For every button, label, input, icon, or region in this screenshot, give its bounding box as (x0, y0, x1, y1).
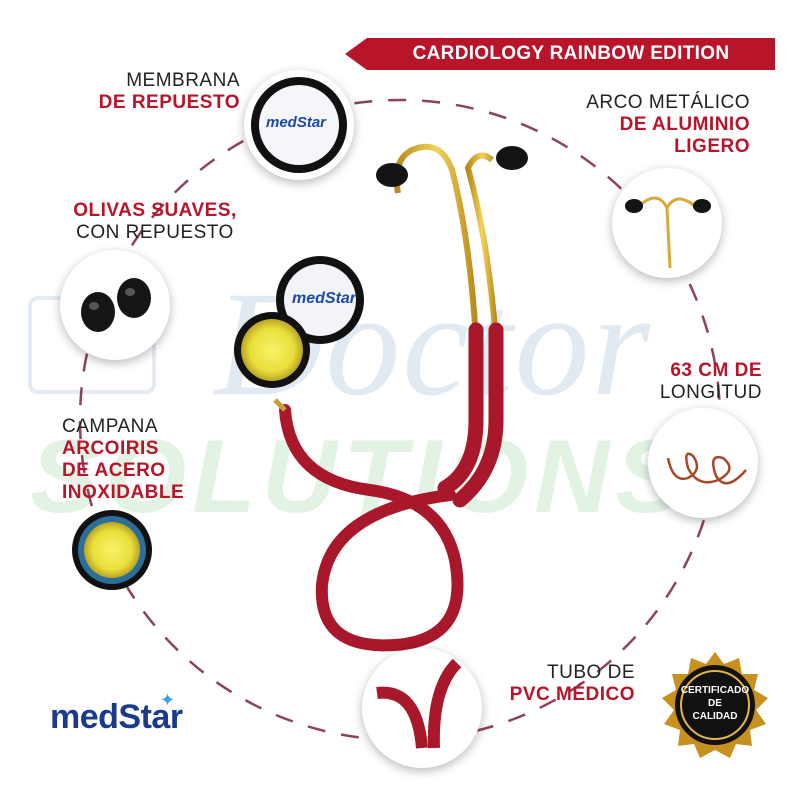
tube-upper (437, 322, 484, 496)
bell-label-line4: INOXIDABLE (62, 482, 185, 503)
tube-bubble (362, 648, 482, 768)
diaphragm-brand: medStar (292, 290, 357, 307)
olives-label-line1: OLIVAS SUAVES, (73, 200, 237, 221)
seal-line3: CALIDAD (692, 711, 738, 722)
bell-label-line1: CAMPANA (62, 416, 159, 437)
tube-stem (273, 398, 287, 412)
arch-label-line2: DE ALUMINIO (619, 114, 750, 135)
bell-label: CAMPANA ARCOIRIS DE ACERO INOXIDABLE (62, 416, 242, 504)
arch-bubble (612, 168, 722, 278)
tube-label: TUBO DE PVC MÉDICO (470, 662, 635, 706)
length-label-line1: 63 CM DE (670, 360, 762, 381)
tube-upper-2 (452, 322, 504, 508)
length-label: 63 CM DE LONGITUD (600, 360, 762, 404)
length-image (666, 452, 747, 485)
tube-loop (279, 404, 464, 652)
tube-label-line2: PVC MÉDICO (509, 684, 635, 705)
ear-tip-left (376, 163, 408, 187)
membrane-brand: medStar (266, 114, 327, 131)
logo-star-icon: ✦ (160, 690, 176, 710)
membrane-label-line1: MEMBRANA (126, 70, 240, 91)
tube-label-line1: TUBO DE (547, 662, 635, 683)
brand-logo: medStar (50, 698, 183, 736)
olives-image (81, 278, 151, 332)
olives-label: OLIVAS SUAVES, CON REPUESTO (55, 200, 255, 244)
membrane-image (251, 77, 347, 173)
membrane-label-line2: DE REPUESTO (98, 92, 240, 113)
edition-banner: CARDIOLOGY RAINBOW EDITION (345, 38, 775, 70)
arch-label: ARCO METÁLICO DE ALUMINIO LIGERO (560, 92, 750, 158)
seal-line2: DE (708, 698, 722, 709)
binaural-left (393, 143, 479, 341)
arch-image (625, 196, 711, 269)
arch-label-line1: ARCO METÁLICO (586, 92, 750, 113)
quality-seal (662, 652, 768, 758)
seal-text: CERTIFICADO DE CALIDAD (678, 684, 752, 723)
olives-bubble (60, 250, 170, 360)
tube-image (376, 658, 462, 749)
binaural-right (464, 152, 499, 341)
watermark-solutions: SOLUTIONS (30, 419, 691, 535)
membrane-bubble: medStar (244, 70, 354, 180)
ear-tip-right (496, 146, 528, 170)
seal-line1: CERTIFICADO (680, 685, 750, 696)
membrane-label: MEMBRANA DE REPUESTO (70, 70, 240, 114)
length-label-line2: LONGITUD (659, 382, 762, 403)
bell-label-line3: DE ACERO (62, 460, 166, 481)
olives-label-line2: CON REPUESTO (76, 222, 234, 243)
bell-label-line2: ARCOIRIS (62, 438, 159, 459)
arch-label-line3: LIGERO (674, 136, 750, 157)
length-bubble (648, 408, 758, 518)
